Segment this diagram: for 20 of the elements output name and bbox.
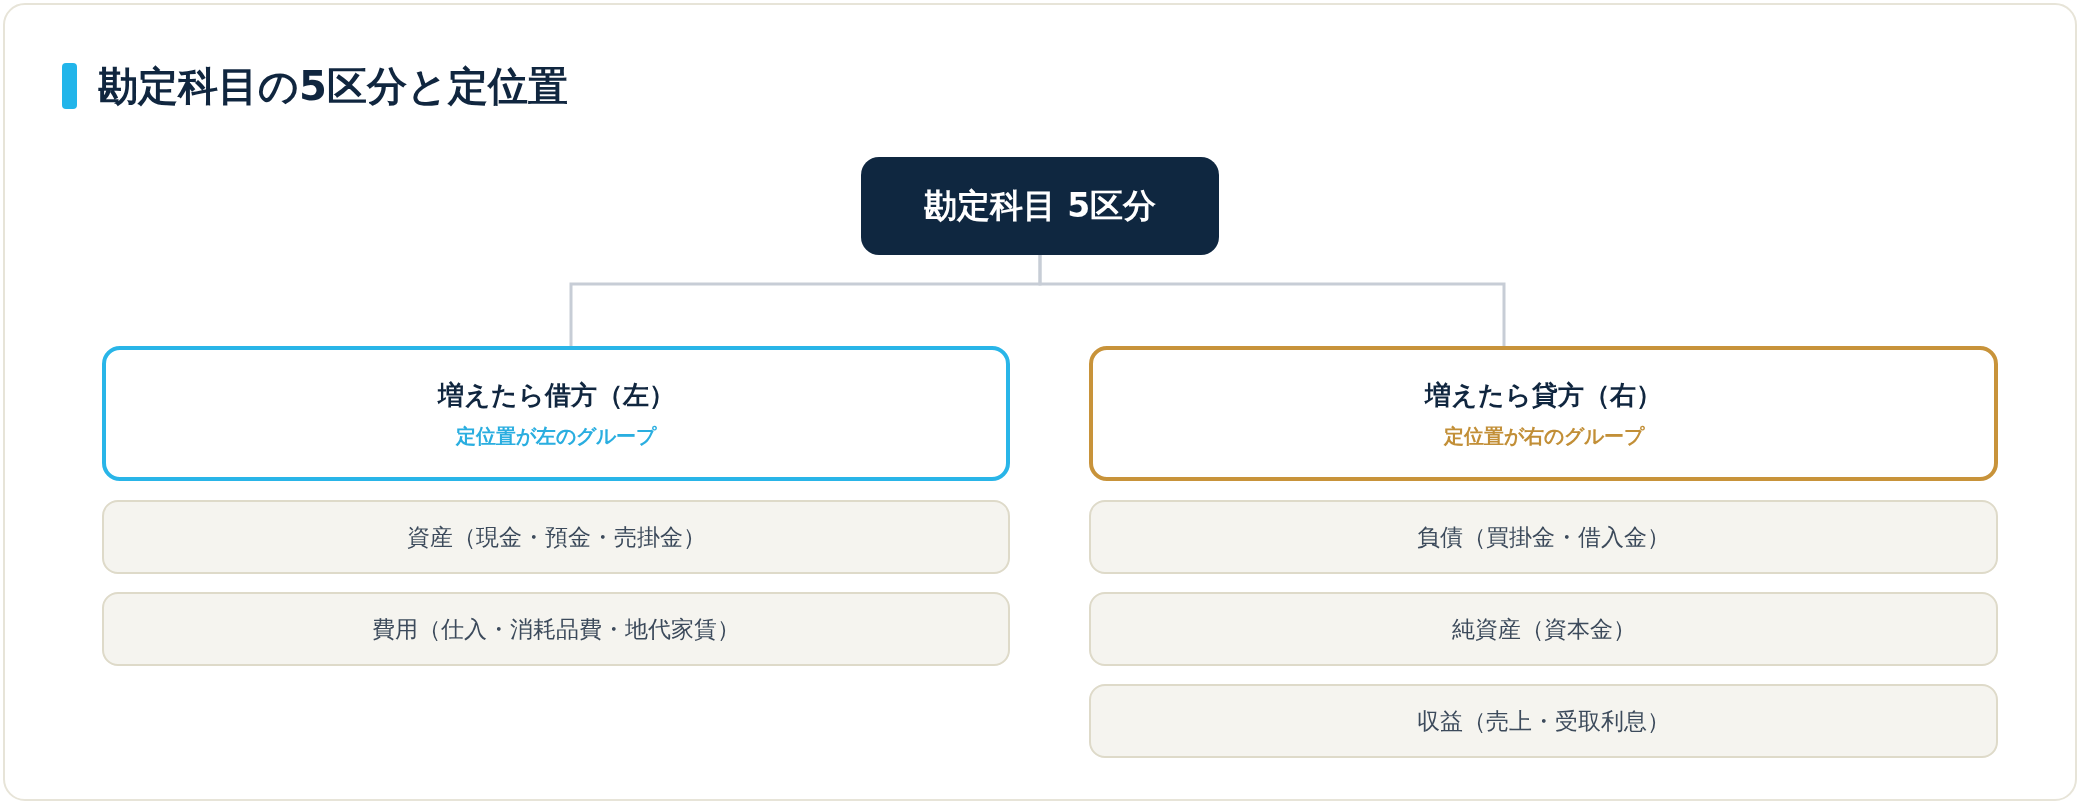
account-category-label: 負債（買掛金・借入金） [1417, 523, 1670, 552]
account-category-box [1089, 684, 1998, 758]
account-category-box [102, 500, 1010, 574]
diagram-title: 勘定科目の5区分と定位置 [98, 62, 568, 110]
group-subtitle: 定位置が右のグループ [1443, 422, 1644, 450]
account-category-label: 資産（現金・預金・売掛金） [406, 523, 706, 552]
account-category-label: 純資産（資本金） [1451, 615, 1636, 644]
root-category-box [861, 157, 1219, 255]
account-category-box [1089, 592, 1998, 666]
group-header-box [102, 346, 1010, 481]
group-subtitle: 定位置が左のグループ [456, 422, 656, 450]
root-title: 勘定科目 5区分 [923, 186, 1157, 226]
account-category-label: 収益（売上・受取利息） [1417, 707, 1670, 736]
group-heading: 増えたら貸方（右） [1425, 378, 1662, 412]
group-header-box [1089, 346, 1998, 481]
group-heading: 増えたら借方（左） [437, 378, 675, 412]
account-category-label: 費用（仕入・消耗品費・地代家賃） [372, 615, 740, 644]
connector-line [1038, 255, 1506, 346]
account-category-box [102, 592, 1010, 666]
account-category-box [1089, 500, 1998, 574]
